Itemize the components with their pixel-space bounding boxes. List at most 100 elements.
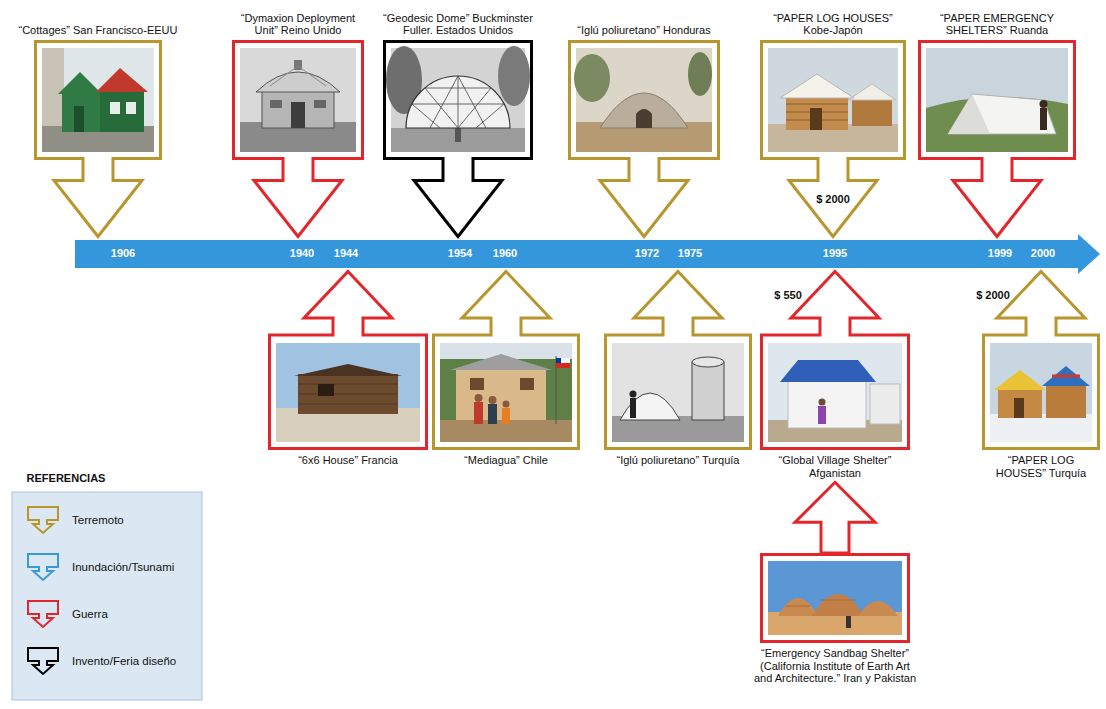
village-shelter-photo — [870, 384, 900, 424]
legend-panel — [12, 492, 202, 700]
dymaxion-photo — [314, 100, 326, 108]
village-shelter-photo — [768, 343, 902, 442]
legend-text: Guerra — [72, 608, 108, 620]
igloo-photo — [612, 343, 744, 442]
callout-outline — [570, 42, 719, 237]
title-block: “6x6 House” Francia — [268, 450, 428, 467]
callout-outline — [268, 270, 428, 450]
timeline-arrow — [75, 234, 1100, 274]
callout-box: “Iglú poliuretano” Honduras — [557, 24, 732, 238]
mediagua-photo — [474, 402, 483, 424]
callout-box: “PAPER EMERGENCY SHELTERS” Ruanda — [915, 12, 1080, 238]
callout-title: “Emergency Sandbag Shelter” (California … — [750, 647, 920, 685]
title-block: “Cottages” San Francisco-EEUU — [11, 24, 186, 40]
paper-shelter-photo — [926, 48, 1068, 152]
callout-outline — [270, 272, 427, 449]
callout-outline — [762, 555, 909, 642]
callout-title: “PAPER LOG HOUSES” Turquía — [982, 454, 1100, 479]
title-block: “Iglú poliuretano” Turquía — [603, 450, 753, 467]
sandbag-shelter-photo — [778, 598, 818, 616]
igloo-photo — [574, 54, 610, 102]
legend-heading: REFERENCIAS — [27, 472, 106, 485]
house-6x6-photo — [276, 343, 420, 442]
mediagua-photo — [502, 408, 510, 424]
legend-swatch — [26, 599, 60, 629]
price-label: $ 2000 — [816, 193, 850, 206]
callout-title: “Mediagua” Chile — [432, 454, 580, 467]
sandbag-shelter-photo — [768, 561, 902, 635]
paper-log-house-photo — [990, 414, 1092, 442]
paper-log-house-photo — [1052, 375, 1080, 378]
title-block: “Emergency Sandbag Shelter” (California … — [750, 643, 920, 685]
paper-log-house-photo — [1042, 366, 1090, 386]
legend-text: Invento/Feria diseño — [72, 655, 176, 667]
year-label: 1960 — [493, 247, 517, 260]
callout-box: “Geodesic Dome” Buckminster Fuller. Esta… — [376, 12, 541, 238]
callout-frame — [604, 270, 752, 450]
village-shelter-photo — [818, 406, 826, 424]
igloo-photo — [612, 343, 744, 442]
title-block: “Mediagua” Chile — [432, 450, 580, 467]
dymaxion-photo — [291, 102, 305, 128]
sandbag-shelter-photo — [768, 561, 902, 635]
paper-shelter-photo — [1040, 100, 1048, 108]
paper-log-house-photo — [994, 370, 1046, 390]
cottage-photo — [58, 72, 102, 94]
legend-swatch — [26, 505, 60, 535]
geodesic-dome-photo — [391, 128, 525, 152]
callout-box: “Emergency Sandbag Shelter” (California … — [750, 553, 920, 685]
paper-log-house-photo — [768, 48, 898, 152]
legend-swatch — [28, 507, 58, 533]
house-6x6-photo — [294, 364, 402, 376]
mediagua-photo — [489, 396, 497, 404]
legend-item: Inundación/Tsunami — [26, 552, 174, 582]
house-6x6-photo — [298, 374, 398, 414]
mediagua-photo — [556, 363, 570, 368]
cottage-photo — [96, 68, 148, 92]
paper-log-house-photo — [786, 96, 848, 130]
geodesic-dome-photo — [455, 128, 461, 142]
igloo-photo — [630, 398, 636, 418]
title-block: “Dymaxion Deployment Unit” Reino Unido — [228, 12, 368, 40]
igloo-photo — [620, 393, 680, 420]
mediagua-photo — [440, 343, 572, 442]
paper-log-house-photo — [998, 388, 1042, 418]
callout-outline — [760, 40, 906, 238]
price-label: $ 550 — [774, 289, 802, 302]
callout-outline — [762, 42, 905, 237]
paper-log-house-photo — [810, 108, 822, 130]
igloo-photo — [692, 362, 724, 420]
mediagua-photo — [456, 368, 546, 420]
sandbag-shelter-photo — [786, 600, 856, 606]
callout-box: “Cottages” San Francisco-EEUU — [11, 24, 186, 238]
callout-frame — [918, 40, 1076, 238]
callout-frame — [568, 40, 720, 238]
callout-frame — [760, 553, 910, 643]
legend-swatch — [28, 648, 58, 674]
callout-frame — [760, 40, 906, 238]
callout-arrow — [795, 482, 875, 553]
year-label: 1954 — [448, 247, 472, 260]
legend-text: Terremoto — [72, 514, 124, 526]
paper-log-house-photo — [990, 343, 1092, 442]
callout-outline — [918, 40, 1076, 238]
sandbag-shelter-photo — [846, 616, 851, 628]
year-label: 1995 — [823, 247, 847, 260]
year-label: 1940 — [290, 247, 314, 260]
callout-title: “Global Village Shelter” Afganistan — [760, 454, 910, 479]
mediagua-photo — [488, 404, 497, 424]
paper-log-house-photo — [768, 48, 898, 152]
paper-shelter-photo — [948, 94, 990, 134]
dymaxion-photo — [270, 100, 282, 108]
igloo-photo — [636, 109, 652, 128]
callout-title: “6x6 House” Francia — [268, 454, 428, 467]
paper-log-house-photo — [852, 98, 892, 126]
callout-box: “Dymaxion Deployment Unit” Reino Unido — [228, 12, 368, 238]
callout-outline — [760, 553, 910, 643]
title-block: “PAPER EMERGENCY SHELTERS” Ruanda — [915, 12, 1080, 40]
year-label: 1999 — [988, 247, 1012, 260]
igloo-photo — [688, 52, 712, 96]
callout-title: “Cottages” San Francisco-EEUU — [11, 24, 186, 37]
